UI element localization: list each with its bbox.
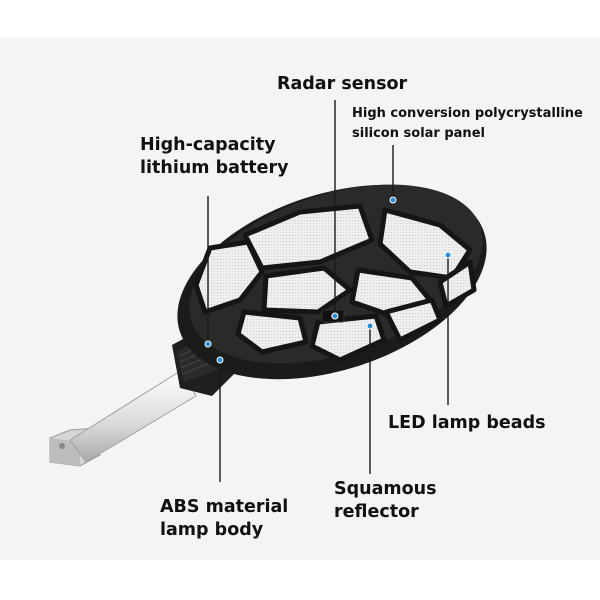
label-squamous-reflector: Squamous reflector bbox=[334, 479, 437, 523]
label-lithium-battery: High-capacity lithium battery bbox=[140, 135, 289, 179]
label-solar-panel: High conversion polycrystalline silicon … bbox=[352, 106, 583, 141]
leader-lines bbox=[207, 100, 449, 482]
squamous-reflector bbox=[193, 203, 477, 363]
label-radar-sensor: Radar sensor bbox=[277, 74, 408, 94]
label-abs-lamp-body: ABS material lamp body bbox=[160, 497, 289, 541]
callout-dots bbox=[204, 196, 452, 364]
mounting-arm bbox=[69, 369, 197, 463]
label-led-lamp-beads: LED lamp beads bbox=[388, 413, 546, 433]
